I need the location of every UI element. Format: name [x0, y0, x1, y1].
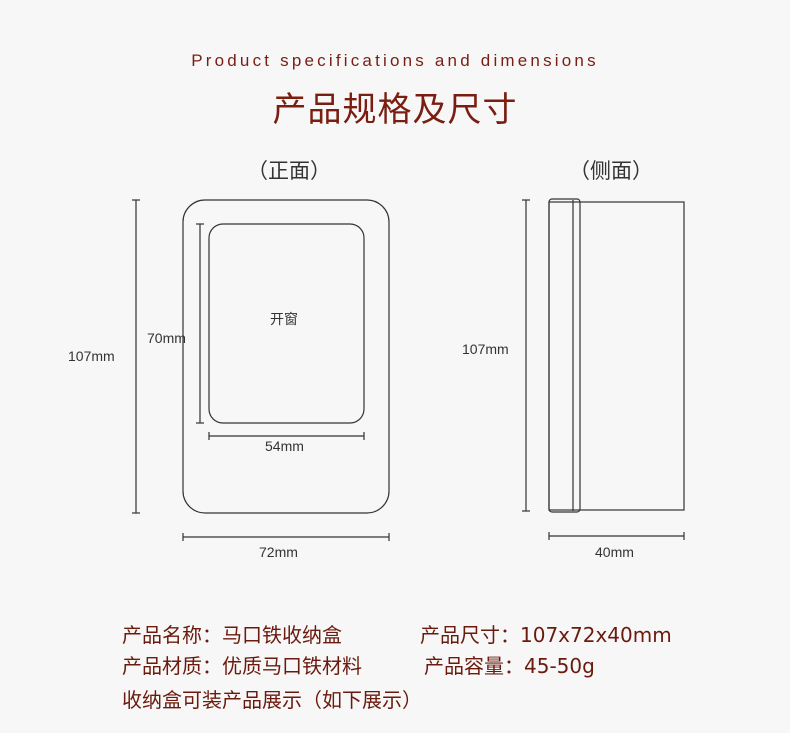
- spec-product-material: 产品材质：优质马口铁材料: [122, 654, 362, 678]
- window-width-label: 54mm: [265, 438, 304, 454]
- side-height-label: 107mm: [462, 341, 509, 357]
- window-height-label: 70mm: [147, 330, 186, 346]
- front-window: [208, 223, 365, 424]
- spec-product-name: 产品名称：马口铁收纳盒: [122, 623, 342, 647]
- front-height-label: 107mm: [68, 348, 115, 364]
- side-height-dimension: [522, 199, 530, 512]
- side-body: [548, 201, 685, 511]
- page-title: 产品规格及尺寸: [272, 90, 518, 130]
- subtitle-en: Product specifications and dimensions: [191, 51, 599, 70]
- front-view-label: （正面）: [247, 159, 331, 183]
- side-depth-label: 40mm: [595, 544, 634, 560]
- side-view-label: （侧面）: [569, 159, 653, 183]
- front-outer-box: [182, 199, 390, 514]
- window-label: 开窗: [270, 312, 298, 328]
- side-depth-dimension: [548, 532, 685, 540]
- window-height-dimension: [196, 223, 204, 424]
- spec-note: 收纳盒可装产品展示（如下展示）: [122, 688, 422, 712]
- window-width-dimension: [208, 432, 365, 440]
- spec-product-capacity: 产品容量：45-50g: [424, 654, 595, 678]
- front-width-dimension: [182, 533, 390, 541]
- front-width-label: 72mm: [259, 544, 298, 560]
- front-height-dimension: [132, 199, 140, 514]
- side-lid: [548, 198, 581, 513]
- spec-product-size: 产品尺寸：107x72x40mm: [420, 623, 672, 647]
